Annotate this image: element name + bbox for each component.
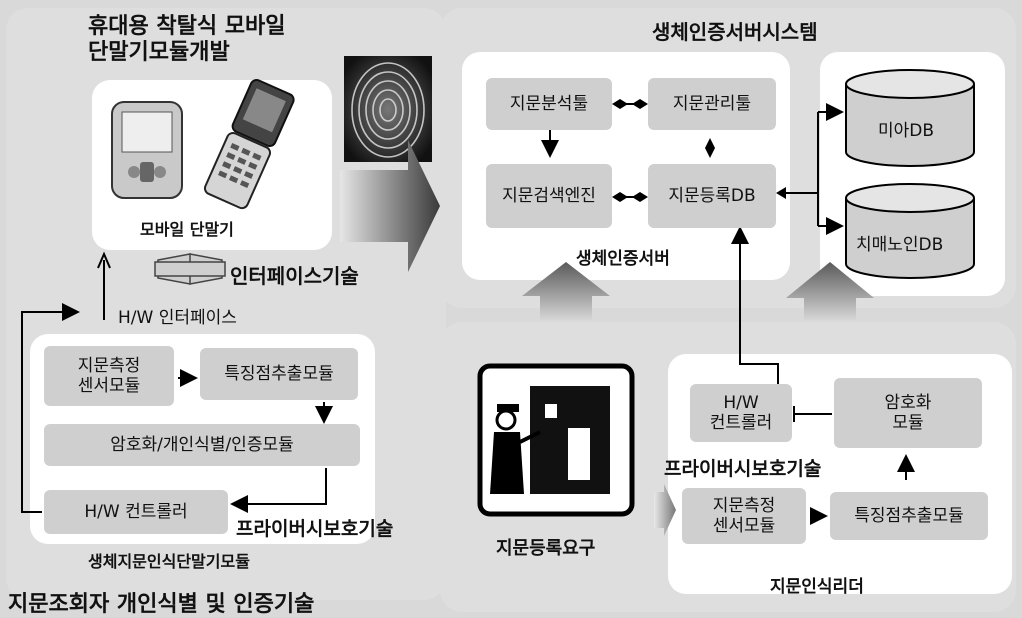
privacy-tech-label-reader: 프라이버시보호기술 [664, 458, 822, 480]
fp-sensor-module-box: 지문측정 센서모듈 [44, 346, 174, 406]
fp-register-request-caption: 지문등록요구 [496, 538, 596, 559]
auth-server-caption: 생체인증서버 [576, 249, 670, 269]
hw-controller-box: H/W 컨트롤러 [44, 490, 228, 534]
hw-interface-label: H/W 인터페이스 [118, 308, 237, 328]
up-arrow-right [786, 262, 874, 320]
crypto-id-auth-module-box: 암호화/개인식별/인증모듈 [44, 424, 360, 466]
mobile-device-caption: 모바일 단말기 [140, 220, 234, 239]
privacy-tech-label-left: 프라이버시보호기술 [236, 518, 394, 540]
pda-device-icon [111, 101, 183, 199]
terminal-dev-title: 휴대용 착탈식 모바일 단말기모듈개발 [88, 14, 286, 66]
reader-crypto-module-box: 암호화 모듈 [834, 378, 982, 448]
fp-manage-tool-box: 지문관리툴 [648, 78, 776, 130]
big-right-arrow [340, 140, 440, 272]
interface-tech-label: 인터페이스기술 [230, 264, 359, 288]
fp-search-engine-box: 지문검색엔진 [486, 164, 612, 228]
terminal-module-caption: 생체지문인식단말기모듈 [88, 552, 250, 571]
dementia-db-label: 치매노인DB [856, 235, 944, 255]
flip-phone-icon [203, 78, 295, 210]
bottom-title: 지문조회자 개인식별 및 인증기술 [8, 592, 315, 617]
reader-feature-extract-box: 특징점추출모듈 [830, 492, 988, 540]
fingerprint-icon [344, 56, 432, 162]
missing-db-label: 미아DB [878, 121, 935, 141]
fp-analysis-tool-box: 지문분석툴 [486, 78, 612, 130]
fp-reader-caption: 지문인식리더 [770, 577, 864, 597]
feature-extract-module-box: 특징점추출모듈 [200, 348, 358, 400]
up-arrow-left [522, 262, 610, 320]
small-right-arrow [654, 484, 676, 536]
dementia-db-cylinder [845, 183, 975, 279]
door-guard-icon [477, 363, 635, 517]
up-arrow-to-device [97, 251, 111, 320]
reader-hw-controller-box: H/W 컨트롤러 [690, 384, 792, 442]
server-system-title: 생체인증서버시스템 [652, 20, 818, 44]
reader-fp-sensor-box: 지문측정 센서모듈 [682, 488, 806, 544]
fp-register-db-box: 지문등록DB [648, 164, 776, 228]
missing-db-cylinder [845, 69, 975, 167]
